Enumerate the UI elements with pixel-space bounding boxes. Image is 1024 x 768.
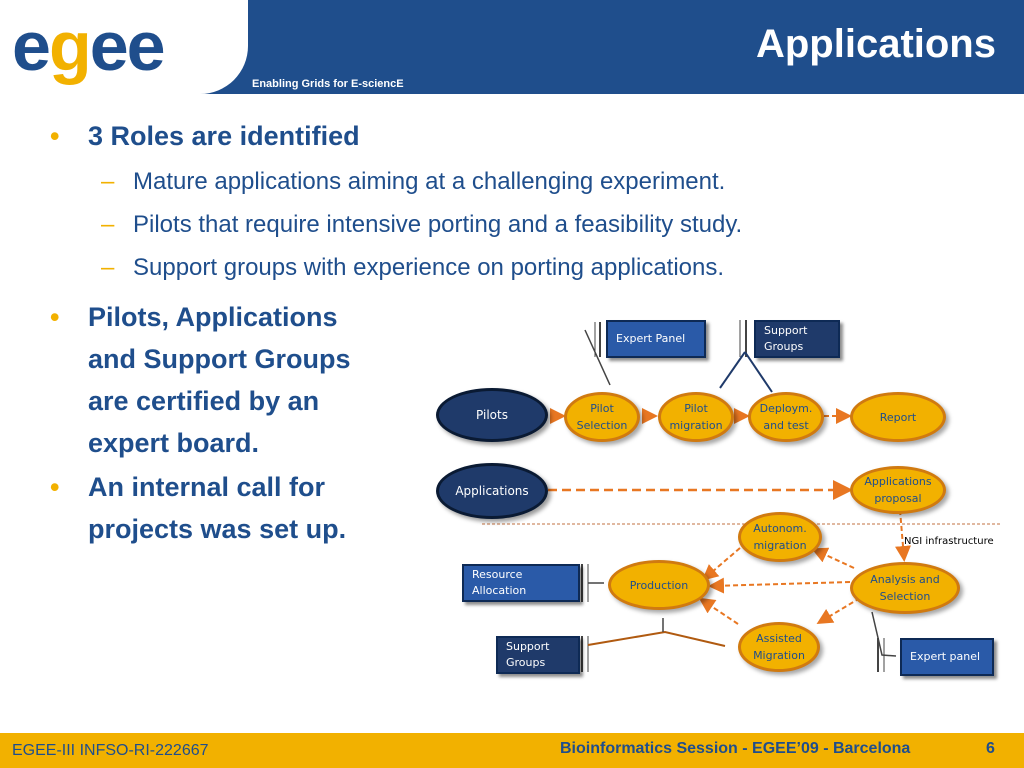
dash-icon: – xyxy=(101,211,115,238)
support-groups-box: Support Groups xyxy=(754,320,840,358)
sub-bullet-text: Pilots that require intensive porting an… xyxy=(133,211,743,238)
assisted-migration-node: Assisted Migration xyxy=(738,622,820,672)
footer-session: Bioinformatics Session - EGEE’09 - Barce… xyxy=(560,740,911,757)
resource-allocation-box: Resource Allocation xyxy=(462,564,580,602)
report-node: Report xyxy=(850,392,946,442)
slide-footer: EGEE-III INFSO-RI-222667 Bioinformatics … xyxy=(0,733,1024,768)
sub-bullet-2: – Pilots that require intensive porting … xyxy=(101,211,743,239)
ngi-infrastructure-label: NGI infrastructure xyxy=(904,536,994,547)
bullet-roles: • 3 Roles are identified xyxy=(50,115,360,157)
bullet-dot-icon: • xyxy=(50,302,60,332)
sub-bullet-text: Mature applications aiming at a challeng… xyxy=(133,168,726,195)
bullet-line: Pilots, Applications xyxy=(88,302,338,332)
analysis-selection-node: Analysis and Selection xyxy=(850,562,960,614)
diagram-connectors xyxy=(482,320,1000,672)
pilots-oval: Pilots xyxy=(436,388,548,442)
bullet-line: projects was set up. xyxy=(88,514,347,544)
bullet-certified: • Pilots, Applications and Support Group… xyxy=(50,296,351,464)
bullet-line: are certified by an xyxy=(88,386,320,416)
page-number: 6 xyxy=(986,740,995,757)
sub-bullet-text: Support groups with experience on portin… xyxy=(133,254,725,281)
bullet-call: • An internal call for projects was set … xyxy=(50,466,347,550)
dash-icon: – xyxy=(101,254,115,281)
tagline: Enabling Grids for E-sciencE xyxy=(252,78,404,90)
slide-title: Applications xyxy=(755,22,996,66)
bullet-dot-icon: • xyxy=(50,472,60,502)
bullet-dot-icon: • xyxy=(50,121,60,151)
deploym-test-node: Deploym. and test xyxy=(748,392,824,442)
workflow-diagram: Expert Panel Support Groups Resource All… xyxy=(420,300,1020,700)
production-node: Production xyxy=(608,560,710,610)
dash-icon: – xyxy=(101,168,115,195)
applications-proposal-node: Applications proposal xyxy=(850,466,946,514)
slide-header: egee Enabling Grids for E-sciencE Applic… xyxy=(0,0,1024,94)
pilot-migration-node: Pilot migration xyxy=(658,392,734,442)
footer-project-id: EGEE-III INFSO-RI-222667 xyxy=(12,742,209,759)
logo-panel: egee xyxy=(0,0,248,94)
sub-bullet-3: – Support groups with experience on port… xyxy=(101,254,725,282)
autonom-migration-node: Autonom. migration xyxy=(738,512,822,562)
support-groups-bottom-box: Support Groups xyxy=(496,636,580,674)
bullet-line: expert board. xyxy=(88,428,260,458)
egee-logo: egee xyxy=(12,7,166,85)
expert-panel-box: Expert Panel xyxy=(606,320,706,358)
bullet-roles-text: 3 Roles are identified xyxy=(88,121,360,151)
applications-oval: Applications xyxy=(436,463,548,519)
sub-bullet-1: – Mature applications aiming at a challe… xyxy=(101,168,726,196)
expert-panel-bottom-box: Expert panel xyxy=(900,638,994,676)
bullet-line: An internal call for xyxy=(88,472,326,502)
pilot-selection-node: Pilot Selection xyxy=(564,392,640,442)
bullet-line: and Support Groups xyxy=(88,344,351,374)
